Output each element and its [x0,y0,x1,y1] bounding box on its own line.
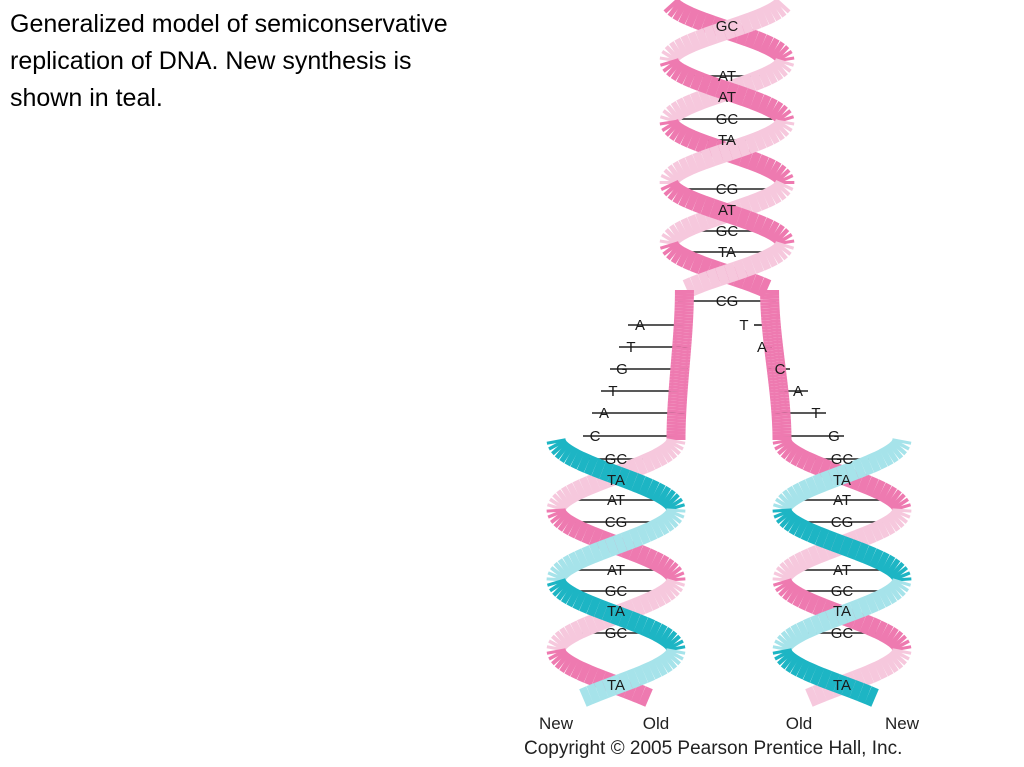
bp-label-parent: GC [716,18,739,35]
bp-label-parent: CG [716,293,739,310]
bp-label-daughter-left: CG [605,514,628,531]
caption: Generalized model of semiconservative re… [10,10,448,112]
bp-label-daughter-right: TA [833,677,851,694]
new-strand-right [772,438,912,707]
bp-label-daughter-left: AT [607,492,625,509]
bp-label-daughter-right: AT [833,492,851,509]
base-fork-left: A [635,317,645,334]
parent-strand-b [659,0,795,298]
base-fork-right: C [775,361,786,378]
bp-label-daughter-left: GC [605,625,628,642]
bp-label-daughter-left: TA [607,472,625,489]
base-fork-right: A [793,383,803,400]
base-fork-right: T [811,405,820,422]
bp-label-parent: AT [718,68,736,85]
copyright-notice: Copyright © 2005 Pearson Prentice Hall, … [524,738,903,759]
strand-label-old-left: Old [643,714,669,733]
strand-label-new-right: New [885,714,920,733]
bp-label-daughter-left: GC [605,583,628,600]
strand-label-old-right: Old [786,714,812,733]
strand-label-new-left: New [539,714,574,733]
dna-strands [546,0,912,707]
base-fork-right: G [828,428,840,445]
bp-label-parent: GC [716,223,739,240]
base-fork-left: T [626,339,635,356]
base-fork-left: T [608,383,617,400]
bp-label-daughter-right: CG [831,514,854,531]
strand-labels: New Old Old New [539,714,920,733]
bp-label-daughter-right: GC [831,451,854,468]
base-fork-left: A [599,405,609,422]
bp-label-daughter-right: AT [833,562,851,579]
bp-label-parent: CG [716,181,739,198]
bp-label-daughter-left: TA [607,677,625,694]
bp-label-parent: AT [718,89,736,106]
bp-label-daughter-left: TA [607,603,625,620]
bp-label-daughter-left: GC [605,451,628,468]
base-fork-left: G [616,361,628,378]
bp-label-daughter-left: AT [607,562,625,579]
bp-label-daughter-right: GC [831,625,854,642]
bp-label-daughter-right: GC [831,583,854,600]
base-fork-left: C [590,428,601,445]
base-fork-right: T [739,317,748,334]
base-fork-right: A [757,339,767,356]
new-strand-left [546,438,686,707]
bp-label-daughter-right: TA [833,603,851,620]
bp-label-parent: AT [718,202,736,219]
bp-label-parent: GC [716,111,739,128]
bp-label-daughter-right: TA [833,472,851,489]
bp-label-parent: TA [718,132,736,149]
bp-label-parent: TA [718,244,736,261]
